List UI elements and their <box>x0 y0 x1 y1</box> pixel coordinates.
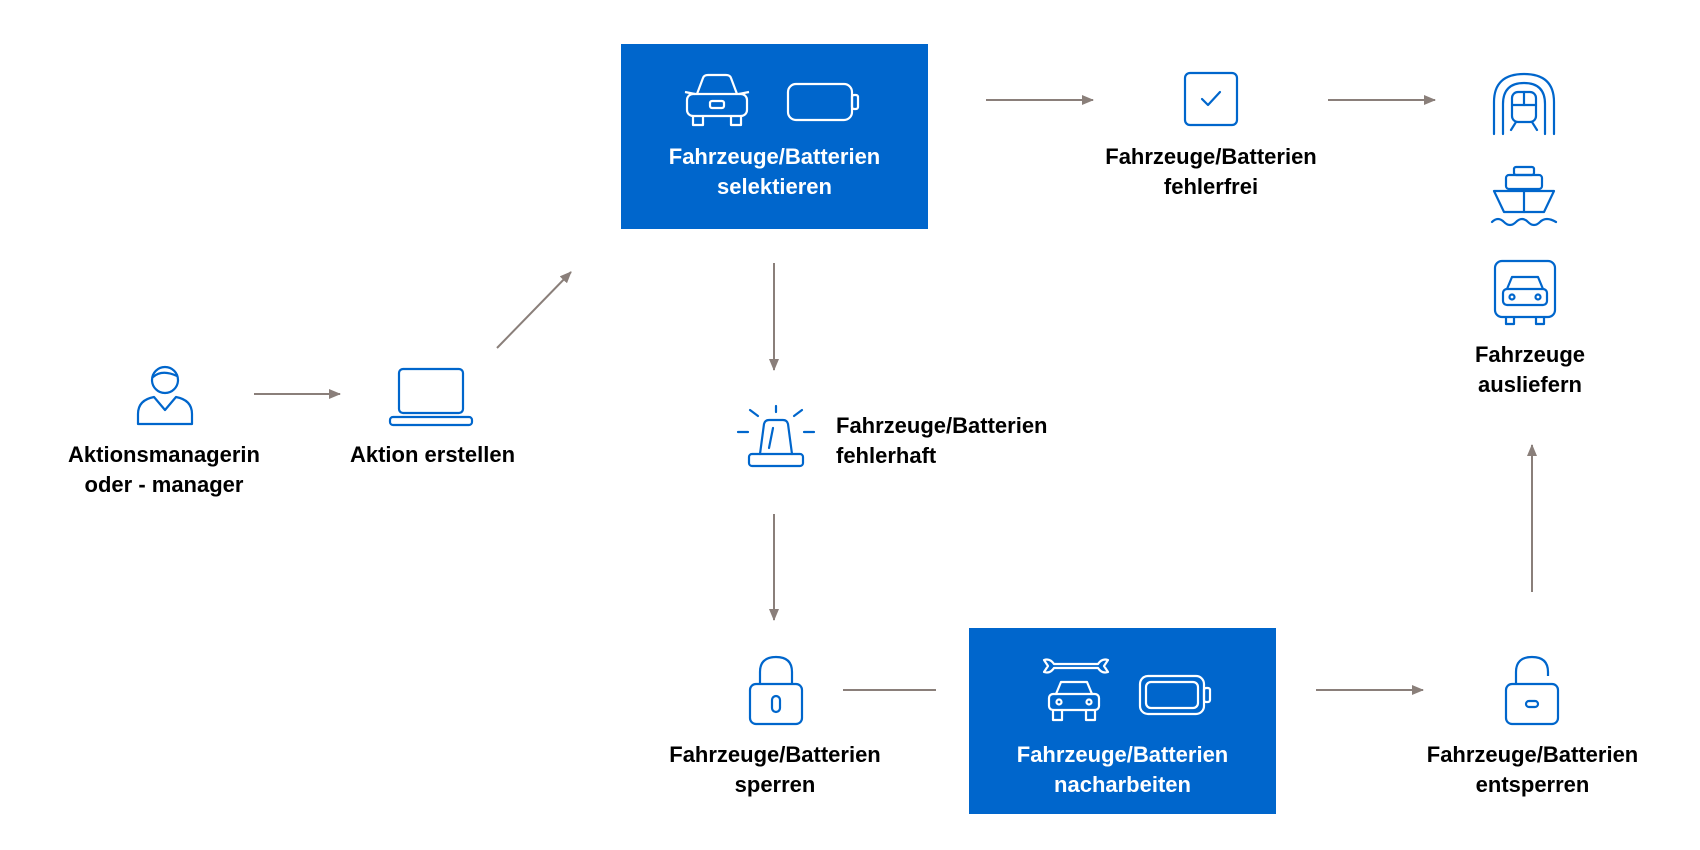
lock-icon <box>748 654 804 726</box>
unlock-icon <box>1504 654 1560 726</box>
select-box <box>621 44 928 229</box>
truck-icon <box>1493 259 1557 327</box>
create-label: Aktion erstellen <box>349 442 516 467</box>
wrench-car-icon <box>1040 656 1112 724</box>
alarm-light-icon <box>736 404 816 468</box>
checkbox-icon <box>1183 71 1239 127</box>
arrow-create-to-select <box>496 271 572 349</box>
train-icon <box>1492 72 1556 136</box>
rework-box <box>969 628 1276 814</box>
battery-charged-icon <box>1138 674 1212 716</box>
laptop-icon <box>388 366 474 428</box>
battery-icon <box>786 82 860 122</box>
car-icon <box>683 72 751 128</box>
ship-icon <box>1489 164 1559 232</box>
person-icon <box>132 360 198 426</box>
